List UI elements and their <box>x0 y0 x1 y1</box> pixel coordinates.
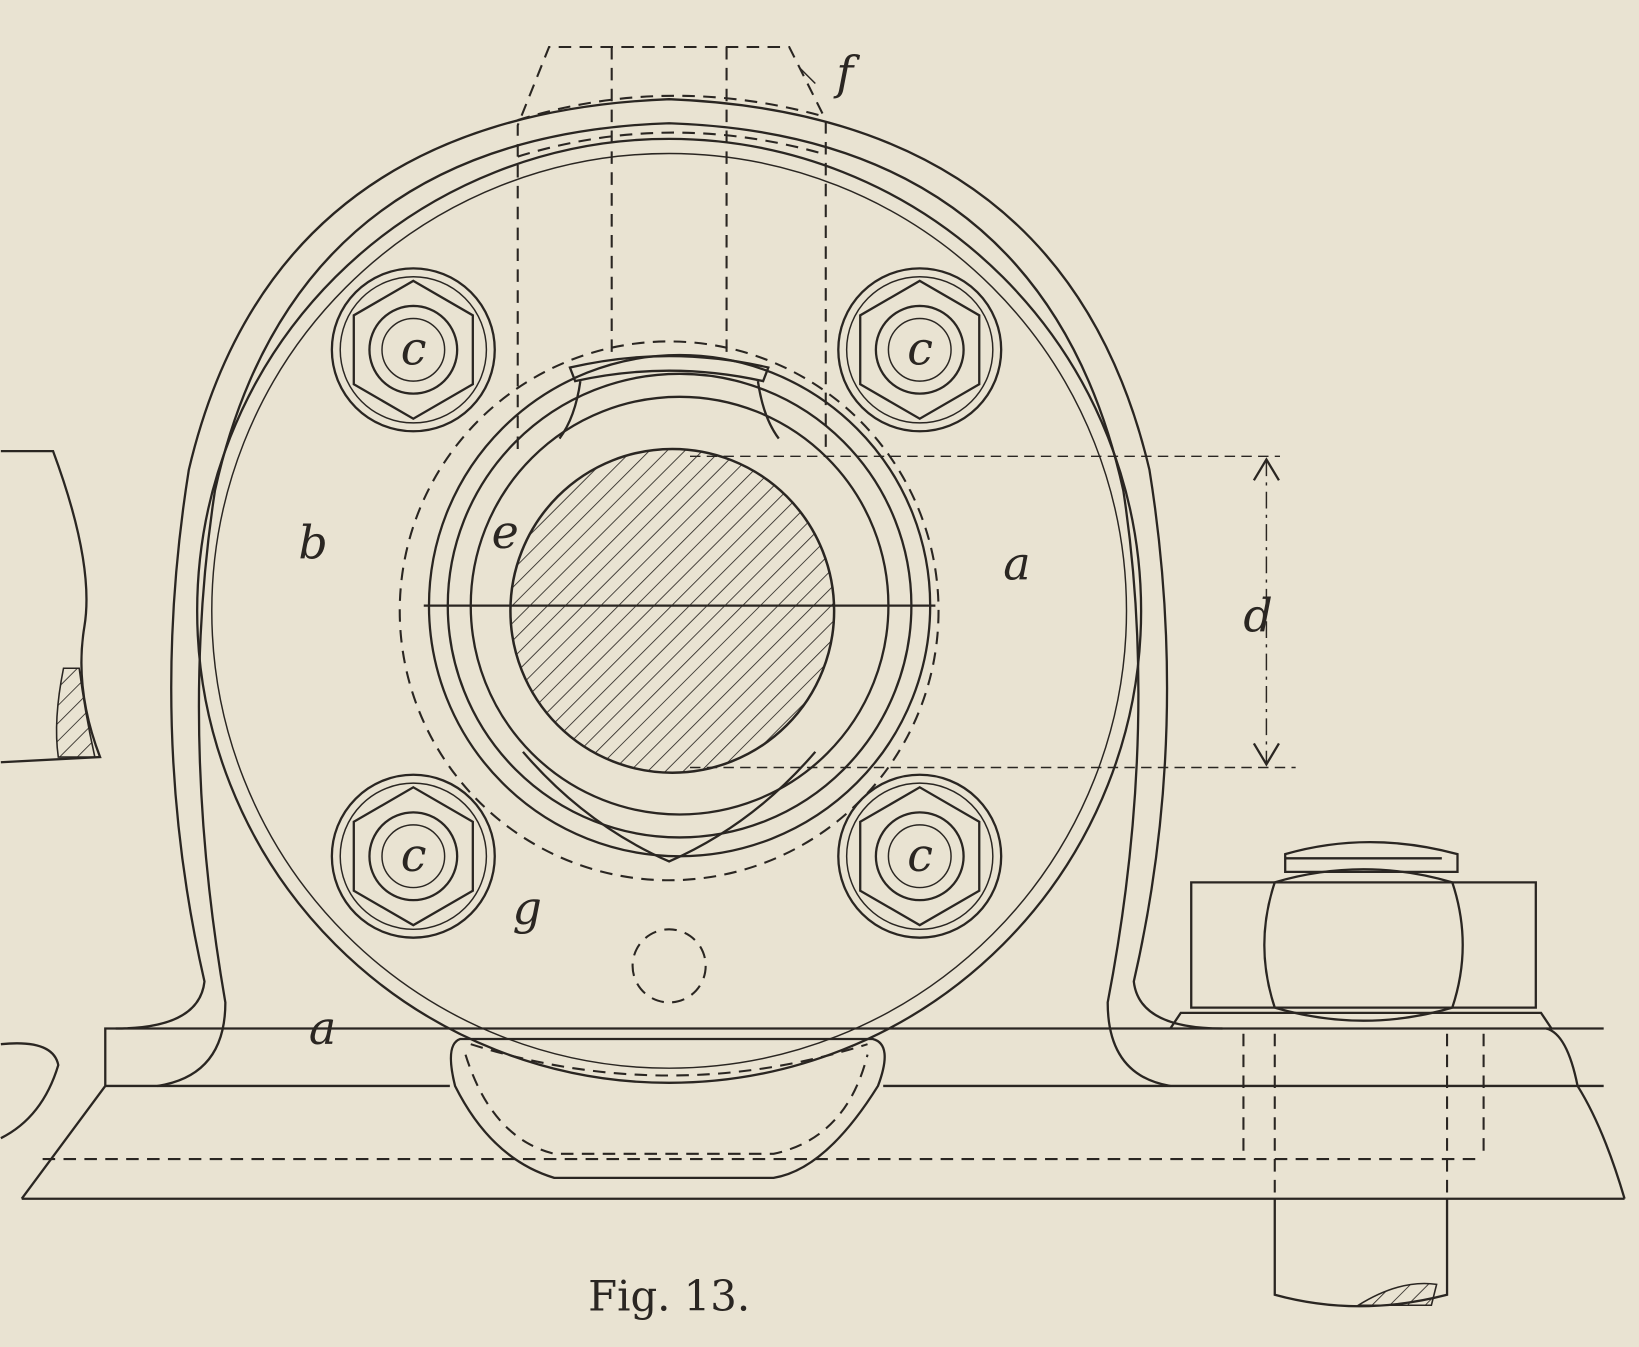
label-a-bottom: a <box>309 1001 336 1055</box>
label-d: d <box>1243 589 1272 643</box>
dimension-d <box>690 455 1296 769</box>
label-g: g <box>513 881 542 935</box>
label-b: b <box>298 516 327 570</box>
foundation-nut <box>1169 840 1553 1308</box>
label-f: f <box>833 46 860 100</box>
label-c: c <box>907 828 933 882</box>
label-e: e <box>492 505 519 559</box>
shaft-section <box>509 447 836 774</box>
label-c: c <box>401 321 427 375</box>
bolt: c <box>330 267 496 433</box>
bolt: c <box>837 773 1003 939</box>
base-plate <box>20 1027 1626 1200</box>
label-c: c <box>401 828 427 882</box>
oil-pipe <box>516 45 827 449</box>
figure-caption: Fig. 13. <box>588 1271 750 1320</box>
bolt: c <box>837 267 1003 433</box>
label-c: c <box>907 321 933 375</box>
bolt: c <box>330 773 496 939</box>
drain-hole <box>631 928 707 1004</box>
bearing-housing <box>115 98 1223 1088</box>
bearing-bush <box>398 340 940 882</box>
left-partial-part <box>0 449 102 1140</box>
oil-cup <box>449 1037 886 1179</box>
label-a-right: a <box>1003 537 1030 591</box>
